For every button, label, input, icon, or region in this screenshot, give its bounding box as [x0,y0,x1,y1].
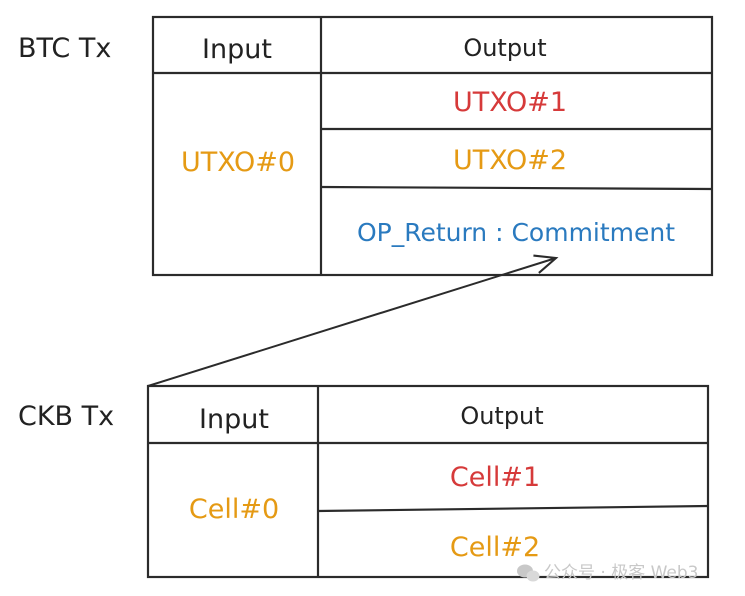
btc-output-utxo1: UTXO#1 [453,87,567,118]
btc-output-op-return: OP_Return : Commitment [357,218,675,247]
ckb-output-cell2: Cell#2 [450,532,540,563]
watermark: 公众号 · 极客 Web3 [517,563,699,583]
ckb-table-border [146,384,710,579]
ckb-tx-label: CKB Tx [18,401,114,432]
ckb-output-header: Output [460,402,543,430]
ckb-input-cell0: Cell#0 [189,494,279,525]
btc-input-utxo0: UTXO#0 [181,147,295,178]
watermark-text: 公众号 · 极客 Web3 [544,563,699,583]
wechat-icon [517,564,540,582]
btc-tx-label: BTC Tx [18,33,111,64]
ckb-tx-table [146,384,710,579]
btc-output-utxo2: UTXO#2 [453,145,567,176]
btc-output-header: Output [463,34,546,62]
ckb-output-divider [317,504,709,513]
ckb-output-cell1: Cell#1 [450,462,540,493]
ckb-input-header: Input [199,404,269,435]
btc-input-header: Input [202,34,272,65]
btc-tx-table [151,15,714,277]
btc-table-border [151,15,714,277]
commitment-arrow [147,254,559,387]
btc-output-divider-2 [320,185,713,191]
